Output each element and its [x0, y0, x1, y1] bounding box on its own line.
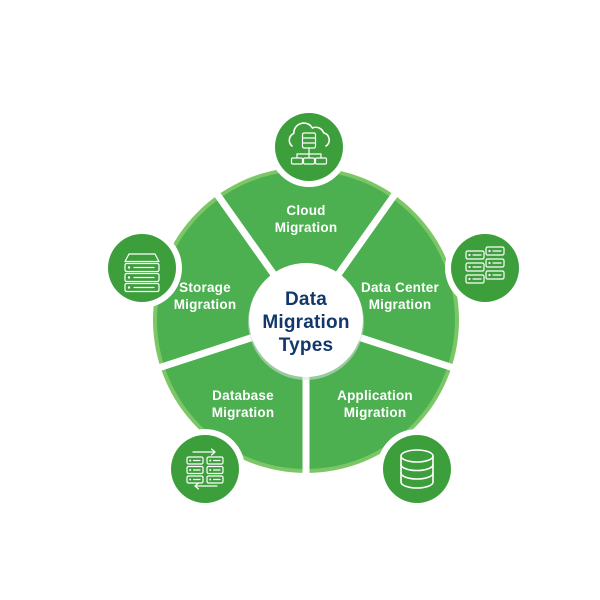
- segment-label-storage-migration-line-2: Migration: [174, 297, 237, 312]
- segment-label-database-migration-line-2: Migration: [212, 405, 275, 420]
- segment-label-cloud-migration-line-1: Cloud: [286, 203, 325, 218]
- icon-badge-circle-application: [383, 435, 451, 503]
- segment-label-storage-migration-line-1: Storage: [179, 280, 231, 295]
- segment-label-data-center-migration-line-2: Migration: [369, 297, 432, 312]
- center-title-line-1: Data: [285, 289, 327, 310]
- center-title-line-3: Types: [279, 335, 334, 356]
- icon-badge-circle-database: [171, 435, 239, 503]
- segment-label-application-migration-line-2: Migration: [344, 405, 407, 420]
- icon-badge-circle-cloud: [275, 113, 343, 181]
- segment-cloud-migration[interactable]: [222, 170, 390, 320]
- icon-badge-storage-migration[interactable]: [102, 228, 182, 308]
- database-transfer-icon: [186, 448, 224, 490]
- center-title-line-2: Migration: [262, 312, 349, 333]
- icon-badge-database-migration[interactable]: [165, 429, 245, 509]
- database-cylinder-icon: [400, 449, 434, 489]
- server-rack-icon: [465, 246, 505, 284]
- segment-label-data-center-migration-line-1: Data Center: [361, 280, 440, 295]
- icon-badge-application-migration[interactable]: [377, 429, 457, 509]
- cloud-server-network-icon: [288, 122, 330, 165]
- storage-stack-icon: [124, 253, 160, 293]
- icon-badge-cloud-migration[interactable]: [269, 107, 349, 187]
- icon-badge-data-center-migration[interactable]: [445, 228, 525, 308]
- segment-label-cloud-migration-line-2: Migration: [275, 220, 338, 235]
- segment-label-database-migration-line-1: Database: [212, 388, 274, 403]
- segment-label-application-migration-line-1: Application: [337, 388, 413, 403]
- center-hub[interactable]: [249, 263, 363, 377]
- icon-badge-circle-data-center: [451, 234, 519, 302]
